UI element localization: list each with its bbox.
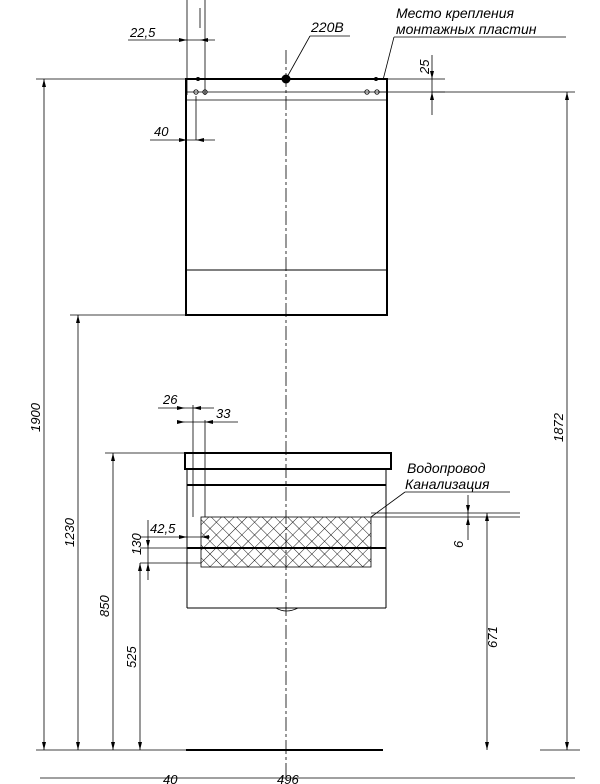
mount-point-icon [196,77,200,81]
power-label: 220В [310,19,344,35]
dimension-26: 26 [162,392,178,407]
mounting-label-line1: Место крепления [396,5,515,21]
dimension-1900: 1900 [28,402,43,432]
dimension-525: 525 [124,646,139,668]
sewer-label: Канализация [405,476,490,492]
dimension-40-bottom: 40 [163,772,178,784]
dimension-496: 496 [277,772,299,784]
dimension-1872: 1872 [551,412,566,442]
dimension-42-5: 42,5 [150,521,176,536]
vanity-unit [184,452,392,612]
mounting-label-line2: монтажных пластин [396,21,537,37]
dimension-22-5: 22,5 [129,25,156,40]
dimension-40-top: 40 [154,124,169,139]
mount-point-icon [374,77,378,81]
dimension-1230: 1230 [62,517,77,547]
dimension-33: 33 [216,406,231,421]
water-supply-label: Водопровод [407,460,486,476]
dimension-850: 850 [97,595,112,617]
dimension-671: 671 [485,626,500,648]
dimension-6: 6 [451,540,466,548]
mirror-cabinet [185,74,388,316]
dimension-130: 130 [129,533,144,555]
dimension-25: 25 [417,59,432,75]
plumbing-zone [200,516,372,568]
